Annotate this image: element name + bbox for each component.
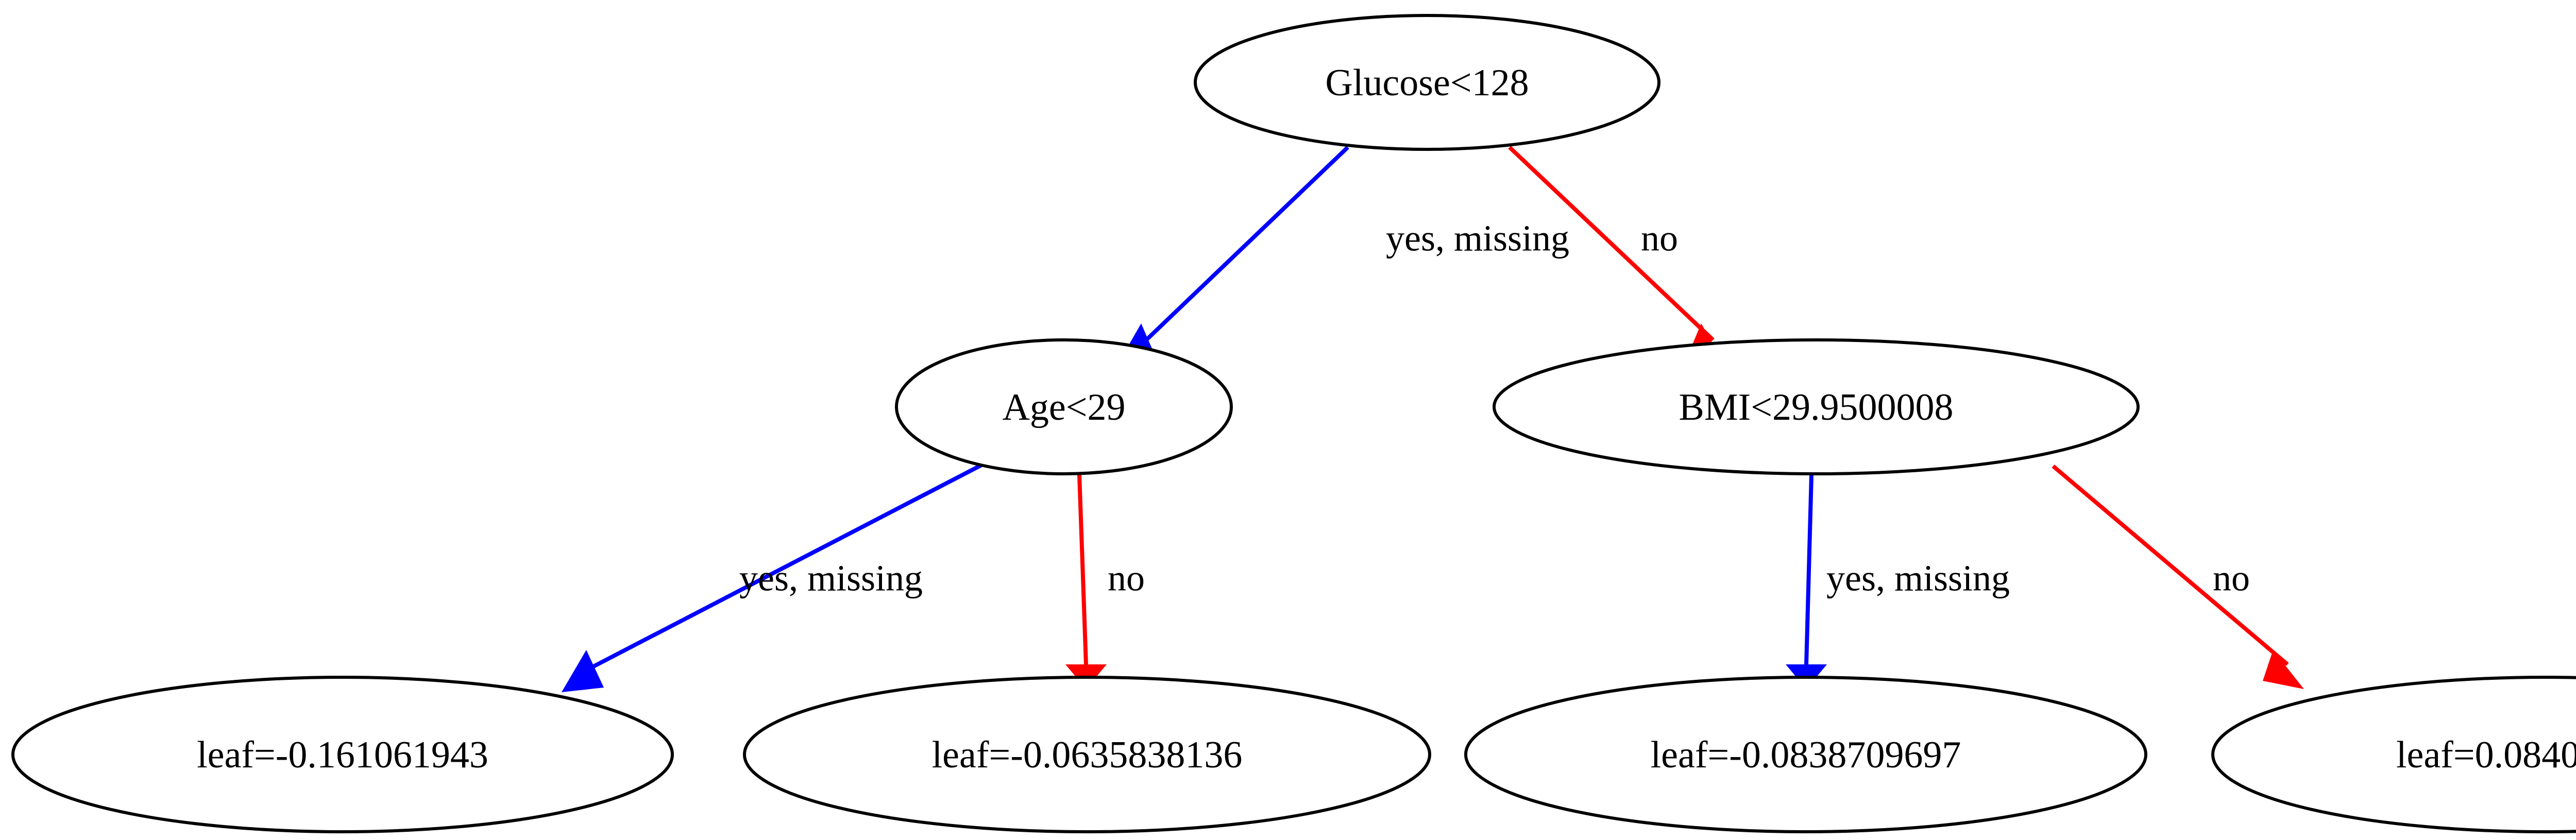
node-leaf-3[interactable]: leaf=-0.0838709697 [1464, 676, 2147, 833]
edge-label-root-yes: yes, missing [1386, 218, 1569, 259]
edge-bmi-to-leaf4 [2052, 464, 2304, 689]
node-label-leaf2: leaf=-0.0635838136 [932, 734, 1243, 776]
edge-age-to-leaf1 [562, 463, 982, 692]
node-split-bmi[interactable]: BMI<29.9500008 [1493, 338, 2140, 475]
node-label-leaf4: leaf=0.0840236694 [2396, 734, 2576, 776]
node-shape-bmi [1493, 338, 2140, 475]
node-shape-leaf1 [11, 676, 674, 833]
edge-label-age-no: no [1108, 558, 1145, 599]
node-leaf-2[interactable]: leaf=-0.0635838136 [743, 676, 1431, 833]
node-root-glucose[interactable]: Glucose<128 [1194, 14, 1660, 151]
node-label-leaf1: leaf=-0.161061943 [197, 734, 488, 776]
arrowhead-bmi-no [2263, 650, 2304, 689]
edge-line-age-no [1077, 474, 1088, 665]
edge-line-bmi-no [2052, 464, 2289, 666]
node-shape-leaf4 [2211, 676, 2576, 833]
node-label-leaf3: leaf=-0.0838709697 [1651, 734, 1961, 776]
node-shape-leaf2 [743, 676, 1431, 833]
node-leaf-4[interactable]: leaf=0.0840236694 [2211, 676, 2576, 833]
edge-age-to-leaf2 [1065, 474, 1107, 689]
node-leaf-1[interactable]: leaf=-0.161061943 [11, 676, 674, 833]
arrowhead-age-yes [562, 650, 604, 692]
edge-label-bmi-no: no [2213, 558, 2250, 599]
edge-line-root-no [1508, 146, 1715, 341]
edge-label-bmi-yes: yes, missing [1826, 558, 2010, 599]
node-split-age[interactable]: Age<29 [895, 338, 1233, 475]
edge-label-root-no: no [1641, 218, 1678, 259]
edge-line-bmi-yes [1804, 474, 1814, 665]
edge-line-root-yes [1145, 146, 1349, 341]
edge-root-to-age [1115, 146, 1349, 368]
node-shape-leaf3 [1464, 676, 2147, 833]
edge-bmi-to-leaf3 [1786, 474, 1827, 689]
node-label-age: Age<29 [1002, 386, 1125, 428]
edge-line-age-yes [591, 463, 982, 669]
edge-label-age-yes: yes, missing [739, 558, 923, 599]
node-label-root: Glucose<128 [1325, 62, 1529, 104]
node-shape-age [895, 338, 1233, 475]
node-label-bmi: BMI<29.9500008 [1679, 386, 1953, 428]
node-shape-root [1194, 14, 1660, 151]
